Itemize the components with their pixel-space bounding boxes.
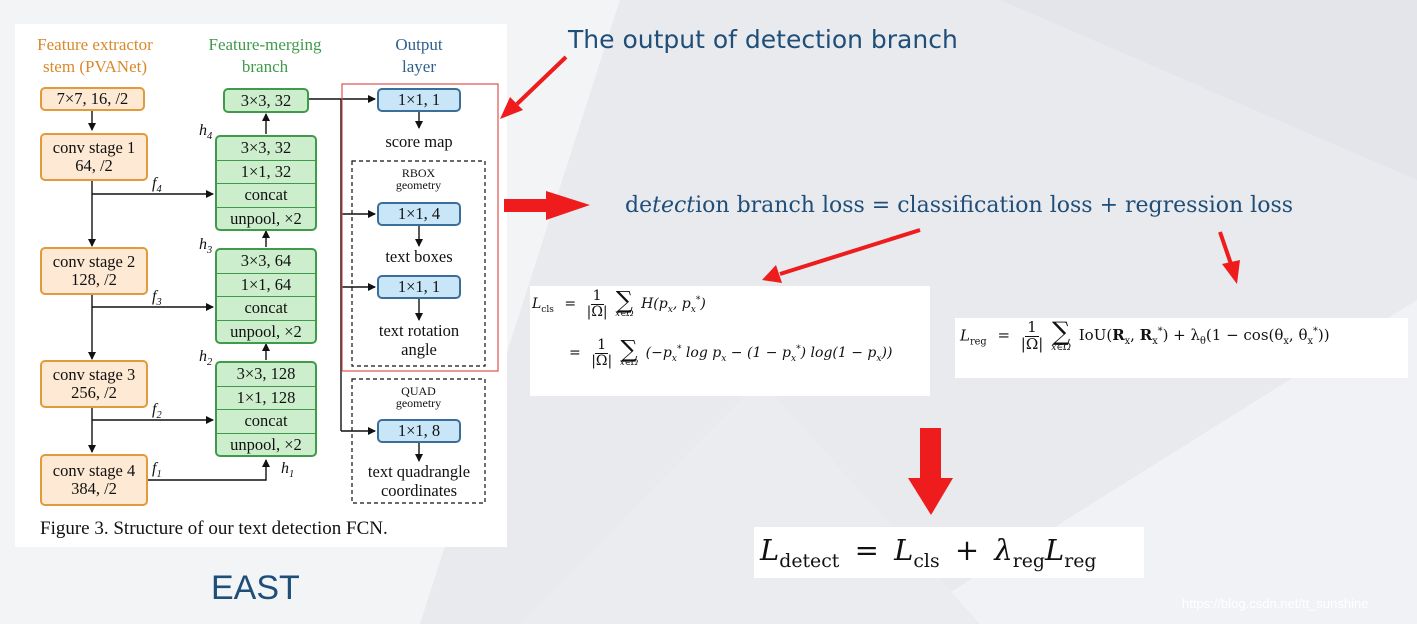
arrow-to-lcls-head: [762, 265, 782, 283]
east-label: EAST: [211, 569, 300, 607]
label-f4: f4: [152, 175, 162, 196]
text-boxes-label: text boxes: [385, 247, 453, 266]
merge-stage-2: 3×3, 128 1×1, 128 concat unpool, ×2: [215, 361, 317, 457]
loss-equation-text: detection branch loss = classification l…: [625, 193, 1294, 218]
output-boxes-conv: 1×1, 4: [377, 202, 461, 226]
merge-stage-3: 3×3, 64 1×1, 64 concat unpool, ×2: [215, 248, 317, 344]
label-h2: h2: [199, 348, 213, 369]
label-f1: f1: [152, 460, 162, 481]
output-quad-conv: 1×1, 8: [377, 419, 461, 443]
label-h3: h3: [199, 236, 213, 257]
watermark: https://blog.csdn.net/tt_sunshine: [1182, 596, 1369, 611]
merge-top-conv: 3×3, 32: [223, 88, 309, 113]
arrow-to-lreg-head: [1222, 260, 1240, 284]
lcls-line-2: = 1|Ω| ∑x∈Ω (−px* log px − (1 − px*) log…: [569, 334, 893, 369]
figure-arrows: [88, 83, 499, 504]
arrow-to-output-box-head: [500, 97, 523, 119]
lcls-formula-panel: Lcls = 1|Ω| ∑x∈Ω H(px, px*) = 1|Ω| ∑x∈Ω …: [530, 286, 930, 396]
label-f3: f3: [152, 288, 162, 309]
figure-caption: Figure 3. Structure of our text detectio…: [40, 518, 388, 539]
lreg-formula-panel: Lreg = 1|Ω| ∑x∈Ω IoU(Rx, Rx*) + λθ(1 − c…: [955, 318, 1408, 378]
lreg-equation: Lreg = 1|Ω| ∑x∈Ω IoU(Rx, Rx*) + λθ(1 − c…: [960, 316, 1330, 353]
arrow-to-lcls: [779, 228, 921, 276]
arrow-to-lreg: [1218, 231, 1233, 265]
merge-stage-4: 3×3, 32 1×1, 32 concat unpool, ×2: [215, 135, 317, 231]
label-h1: h1: [281, 460, 295, 481]
output-score-conv: 1×1, 1: [377, 88, 461, 112]
label-f2: f2: [152, 401, 162, 422]
arrow-down-shaft: [920, 428, 941, 480]
ldetect-formula-panel: Ldetect = Lcls + λregLreg: [754, 527, 1144, 578]
stem-conv-7x7: 7×7, 16, /2: [40, 87, 145, 111]
ldetect-equation: Ldetect = Lcls + λregLreg: [760, 533, 1097, 572]
arrow-right-shaft: [504, 199, 548, 212]
score-map-label: score map: [385, 132, 453, 151]
output-title: The output of detection branch: [568, 25, 958, 54]
output-rotation-conv: 1×1, 1: [377, 275, 461, 299]
arrow-down-head: [908, 478, 953, 515]
lcls-line-1: Lcls = 1|Ω| ∑x∈Ω H(px, px*): [532, 285, 706, 320]
arrow-right-head: [546, 191, 590, 220]
label-h4: h4: [199, 122, 213, 143]
arrow-to-output-box: [515, 55, 568, 106]
